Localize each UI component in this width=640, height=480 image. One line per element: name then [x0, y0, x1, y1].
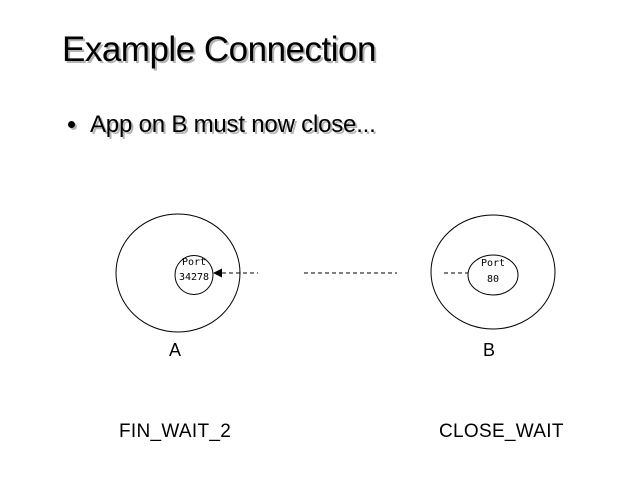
host-b-label: B [482, 340, 496, 360]
host-b-port-circle [467, 254, 519, 296]
host-b-port-label: Port [480, 258, 506, 269]
host-b-circle [430, 214, 556, 330]
host-a-port-label: Port [181, 257, 207, 268]
host-b-port-number: 80 [486, 274, 500, 285]
slide-title: Example Connection [62, 30, 376, 69]
bullet-text: App on B must now close... [90, 111, 376, 138]
host-a-port-number: 34278 [178, 272, 210, 283]
host-a-port-circle [174, 255, 214, 295]
host-a-state-label: FIN_WAIT_2 [119, 421, 232, 442]
bullet-icon [68, 121, 75, 128]
host-b-state-label: CLOSE_WAIT [439, 421, 564, 442]
host-a-label: A [168, 340, 182, 360]
bullet-line: App on B must now close... [68, 111, 376, 139]
arrowhead-left-icon [213, 268, 222, 278]
